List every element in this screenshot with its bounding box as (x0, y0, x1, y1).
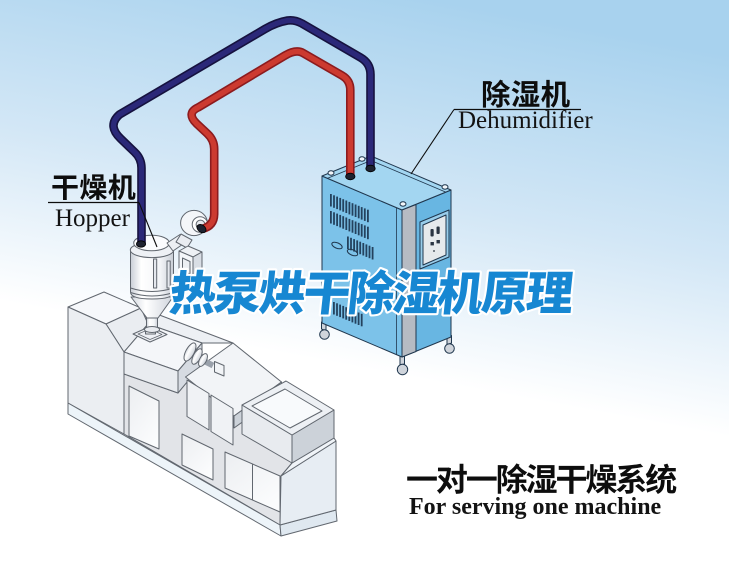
dehumidifier-casters (319, 321, 455, 376)
vent-slat (333, 302, 335, 315)
detail-ellipse (399, 201, 407, 207)
extruder-box2-top-inner (251, 388, 323, 429)
detail-circle (433, 250, 435, 252)
hopper-label-leader (138, 202, 158, 248)
hopper-neck-flange (144, 326, 160, 333)
dehumidifier-panel-controls (430, 226, 440, 252)
vent-slat (333, 195, 335, 208)
caption: For serving one machine (407, 463, 677, 520)
dehumidifier-label-leader (410, 109, 455, 175)
detail-path (188, 48, 353, 232)
vent-slat (339, 304, 341, 318)
pipe-connectors (135, 164, 376, 248)
hopper-ring (130, 292, 174, 297)
vent-slat (363, 208, 366, 221)
vent-slat (342, 305, 345, 319)
dehumidifier-label: Dehumidifier (410, 79, 593, 175)
detail-circle (319, 329, 330, 340)
extruder-box1-window (210, 394, 234, 446)
detail-ellipse (196, 224, 207, 234)
extruder-barrel-flange (214, 361, 225, 377)
detail-ellipse (331, 241, 343, 250)
detail-ellipse (365, 164, 376, 173)
caption-zh (407, 463, 677, 495)
vent-slat (336, 303, 338, 316)
vent-slat (357, 222, 360, 236)
vent-slat (345, 307, 348, 320)
dehumidifier-label-zh (482, 79, 570, 108)
vent-slat (367, 209, 369, 223)
detail-ellipse (441, 184, 449, 190)
vent-slat (333, 212, 335, 225)
vent-slat (357, 312, 360, 325)
hopper-label-en: Hopper (55, 205, 131, 232)
vent-slat (363, 225, 366, 238)
dehumidifier-vent-holes (331, 241, 359, 257)
vent-slat (351, 220, 354, 233)
shape-rect (430, 229, 434, 237)
dehumidifier-label-en: Dehumidifier (458, 107, 593, 134)
detail-path (110, 17, 374, 245)
vent-slat (347, 236, 349, 249)
vent-slat (336, 213, 338, 227)
detail-circle (396, 363, 409, 376)
detail-ellipse (198, 353, 208, 367)
hopper-sight-glass (153, 258, 158, 289)
dehumidifier-top-rivets (327, 156, 449, 207)
vent-slat (330, 211, 332, 224)
extruder-box1-window (186, 379, 210, 431)
vent-slat (339, 214, 342, 228)
extruder-door-panel (128, 385, 160, 450)
dehumidifier-panel-plate (422, 214, 447, 266)
hopper-label: Hopper (48, 173, 158, 248)
shape-rect (436, 240, 440, 244)
vent-slat (330, 194, 332, 207)
return-pipe-navy (109, 16, 375, 245)
vent-slat (360, 224, 363, 237)
vent-slat (360, 207, 363, 220)
vent-slat (342, 216, 345, 229)
extruder-machine (67, 291, 338, 537)
detail-ellipse (135, 240, 146, 248)
vent-slat (368, 245, 371, 259)
vent-slat (342, 199, 345, 212)
vent-slat (336, 196, 338, 210)
vent-slat (348, 201, 351, 215)
detail-ellipse (345, 172, 356, 181)
vent-slat (345, 217, 348, 230)
vent-slat (356, 240, 359, 253)
main-title (166, 266, 576, 317)
vent-slat (339, 197, 342, 211)
vent-slat (354, 204, 357, 217)
detail-ellipse (327, 170, 335, 176)
shape-rect (430, 242, 434, 246)
extruder-barrel (183, 342, 225, 377)
vent-slat (354, 221, 357, 234)
vent-slat (365, 244, 368, 257)
hopper-label-zh (52, 173, 136, 201)
caption-en: For serving one machine (409, 494, 662, 520)
shape-rect (436, 226, 440, 234)
vent-slat (353, 239, 355, 252)
supply-pipe-red (187, 47, 355, 234)
hopper-sight-glass (166, 260, 171, 289)
detail-circle (444, 343, 455, 354)
vent-slat (354, 311, 357, 324)
vent-slat (360, 313, 363, 327)
vent-slat (359, 241, 362, 255)
vent-slat (348, 218, 351, 232)
vent-slat (350, 237, 352, 251)
vent-slat (362, 243, 365, 256)
vent-slat (371, 247, 374, 260)
vent-slat (357, 205, 360, 219)
vent-slat (367, 226, 369, 240)
detail-ellipse (346, 248, 359, 257)
extruder-door-panel (181, 433, 214, 481)
vent-slat (351, 203, 354, 216)
vent-slat (345, 200, 348, 213)
detail-ellipse (358, 156, 366, 162)
